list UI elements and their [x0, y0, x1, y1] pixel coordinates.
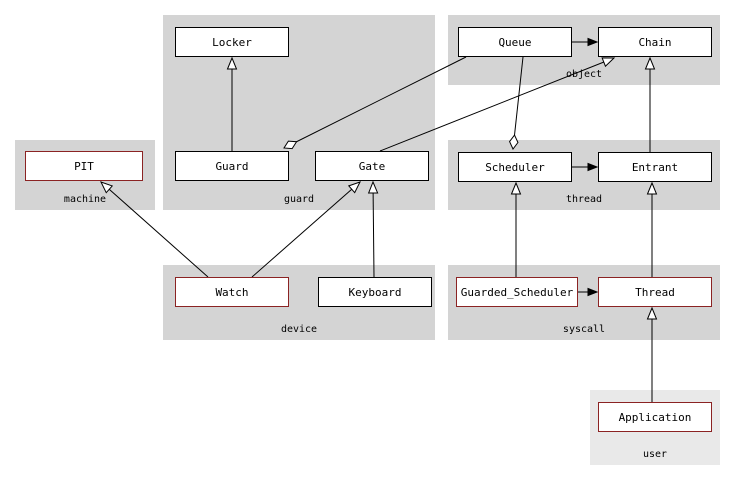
class-node-queue-label: Queue — [498, 35, 532, 49]
group-device-label: device — [280, 324, 318, 335]
group-user-label: user — [642, 449, 668, 460]
class-node-queue[interactable]: Queue — [458, 27, 572, 57]
class-node-thread[interactable]: Thread — [598, 277, 712, 307]
class-node-gate[interactable]: Gate — [315, 151, 429, 181]
group-syscall-label: syscall — [562, 324, 606, 335]
class-node-scheduler-label: Scheduler — [485, 160, 545, 174]
class-node-pit[interactable]: PIT — [25, 151, 143, 181]
class-node-keyboard-label: Keyboard — [348, 285, 402, 299]
class-node-locker[interactable]: Locker — [175, 27, 289, 57]
class-node-watch[interactable]: Watch — [175, 277, 289, 307]
class-node-pit-label: PIT — [74, 159, 94, 173]
class-node-guarded-scheduler-label: Guarded_Scheduler — [460, 285, 574, 299]
class-node-entrant[interactable]: Entrant — [598, 152, 712, 182]
class-node-locker-label: Locker — [212, 35, 252, 49]
group-guard-label: guard — [283, 194, 315, 205]
class-node-gate-label: Gate — [358, 159, 386, 173]
group-thread-label: thread — [565, 194, 603, 205]
class-node-guarded-scheduler[interactable]: Guarded_Scheduler — [456, 277, 578, 307]
class-node-keyboard[interactable]: Keyboard — [318, 277, 432, 307]
class-node-application[interactable]: Application — [598, 402, 712, 432]
class-node-chain[interactable]: Chain — [598, 27, 712, 57]
class-node-watch-label: Watch — [215, 285, 249, 299]
class-node-scheduler[interactable]: Scheduler — [458, 152, 572, 182]
class-node-application-label: Application — [618, 410, 692, 424]
class-node-entrant-label: Entrant — [631, 160, 679, 174]
class-node-guard[interactable]: Guard — [175, 151, 289, 181]
class-node-guard-label: Guard — [215, 159, 249, 173]
class-node-thread-label: Thread — [635, 285, 675, 299]
group-machine-label: machine — [63, 194, 107, 205]
class-node-chain-label: Chain — [638, 35, 672, 49]
group-object-label: object — [565, 69, 603, 80]
